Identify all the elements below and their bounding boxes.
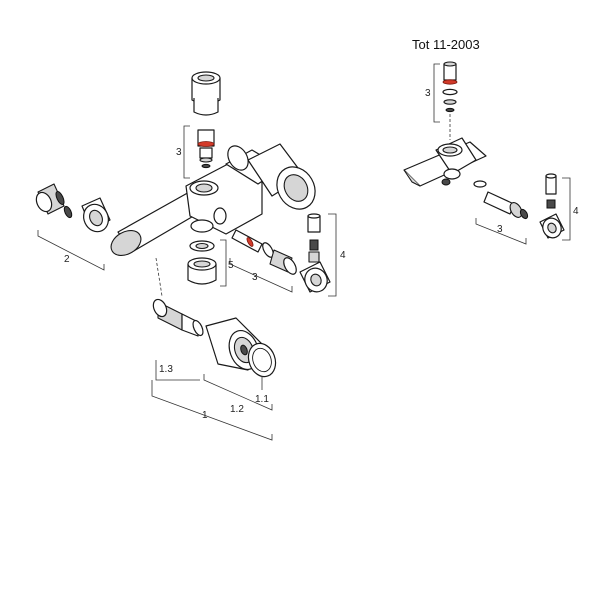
- label-1: 1: [202, 410, 208, 421]
- bottom-washer: [189, 240, 215, 252]
- bracket-1-2: [203, 374, 273, 411]
- label-5: 5: [228, 260, 234, 271]
- alt-side-insert: [473, 180, 529, 220]
- bracket-r3-bottom: [475, 218, 527, 245]
- bracket-r4: [562, 177, 571, 241]
- label-1-2: 1.2: [230, 404, 244, 415]
- left-insert-part: [35, 183, 73, 219]
- handle-cartridge: [152, 298, 204, 337]
- label-4: 4: [340, 250, 346, 261]
- right-spring-stack: [307, 213, 321, 263]
- top-valve-stack: [197, 129, 215, 169]
- label-1-3: 1.3: [159, 364, 173, 375]
- bracket-1-3: [155, 360, 200, 381]
- label-1-1: 1.1: [255, 394, 269, 405]
- label-r4: 4: [573, 206, 579, 217]
- label-2: 2: [64, 254, 70, 265]
- right-cap: [299, 261, 331, 293]
- mixer-body: [110, 143, 316, 256]
- right-insert-part: [231, 229, 274, 258]
- handle-cap-disc: [247, 342, 277, 378]
- bracket-1: [151, 380, 273, 441]
- label-r3-top: 3: [425, 88, 431, 99]
- bracket-4: [328, 213, 337, 297]
- alt-cap: [539, 213, 565, 239]
- bracket-r3-top: [433, 63, 440, 123]
- top-cap-part: [191, 71, 221, 116]
- alt-top-cartridge: [442, 61, 458, 113]
- alt-mixer-body: [403, 137, 487, 187]
- right-check-valve: [269, 249, 297, 275]
- label-3-mid: 3: [252, 272, 258, 283]
- diagram-title: Tot 11-2003: [412, 37, 480, 52]
- alt-spring-stack: [545, 173, 557, 209]
- bracket-2: [37, 230, 105, 271]
- leader-1-3: [155, 257, 163, 297]
- label-3-top: 3: [176, 147, 182, 158]
- label-r3-bottom: 3: [497, 224, 503, 235]
- bracket-3-top: [183, 125, 190, 179]
- bracket-3-mid: [229, 258, 293, 293]
- bracket-5: [220, 239, 227, 287]
- left-cap-nut: [81, 197, 111, 233]
- bottom-nut: [187, 257, 217, 285]
